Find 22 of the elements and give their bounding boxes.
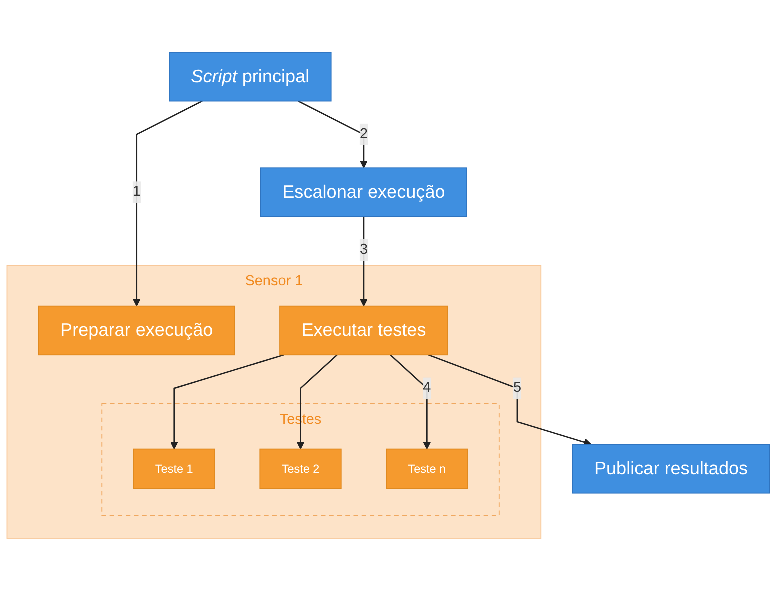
node-box bbox=[133, 448, 216, 490]
arrow bbox=[170, 354, 284, 450]
arrow bbox=[428, 354, 592, 446]
edge-label: 2 bbox=[360, 126, 368, 142]
edge-label: 3 bbox=[360, 242, 368, 258]
arrow bbox=[298, 100, 368, 168]
node-box bbox=[386, 448, 468, 490]
cluster bbox=[102, 403, 500, 516]
node-box bbox=[280, 306, 448, 356]
node-box bbox=[260, 448, 342, 490]
node-box bbox=[260, 168, 468, 218]
node-box bbox=[38, 306, 236, 356]
edge-label: 5 bbox=[513, 380, 522, 396]
arrow bbox=[296, 354, 338, 450]
cluster bbox=[6, 265, 542, 539]
edge-label: 4 bbox=[423, 380, 432, 396]
node-box bbox=[572, 444, 770, 494]
edge-label: 1 bbox=[132, 184, 141, 200]
arrow bbox=[390, 354, 432, 450]
arrow bbox=[360, 216, 368, 307]
arrow bbox=[132, 100, 203, 307]
node-box bbox=[169, 52, 332, 102]
